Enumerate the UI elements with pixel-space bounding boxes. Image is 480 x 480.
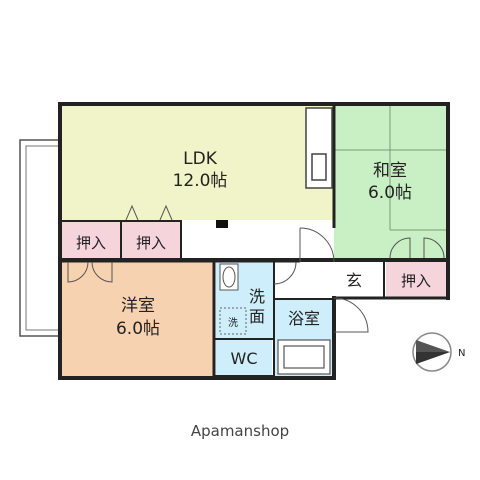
washer-label: 洗 bbox=[228, 317, 238, 329]
walls bbox=[58, 102, 450, 380]
wc-room bbox=[216, 340, 272, 376]
oshiire-2 bbox=[122, 222, 180, 260]
oshiire-label-2: 押入 bbox=[136, 234, 166, 252]
kitchen-counter bbox=[305, 107, 333, 189]
washer-pan bbox=[219, 307, 247, 335]
door-swings bbox=[67, 204, 445, 333]
washitsu-label: 和室 bbox=[373, 161, 407, 181]
oshiire-1 bbox=[62, 222, 120, 260]
compass bbox=[412, 332, 452, 372]
ldk-marker bbox=[216, 220, 228, 228]
wc-label: WC bbox=[231, 349, 258, 368]
senmen-label-2: 面 bbox=[249, 307, 265, 326]
compass-label: N bbox=[458, 348, 465, 359]
genkan-label: 玄 bbox=[346, 271, 362, 290]
bathtub bbox=[277, 339, 331, 375]
wash-basin bbox=[219, 263, 239, 291]
yoshitsu-size: 6.0帖 bbox=[116, 319, 160, 339]
yoshitsu-room bbox=[62, 262, 214, 376]
tatami-lines bbox=[334, 106, 446, 231]
washitsu-size: 6.0帖 bbox=[368, 183, 412, 203]
ldk-label: LDK bbox=[183, 149, 218, 169]
oshiire-3 bbox=[386, 260, 446, 298]
brand-name: Apamanshop bbox=[190, 422, 290, 440]
balcony bbox=[19, 139, 61, 337]
ldk-size: 12.0帖 bbox=[173, 171, 228, 191]
yokushitsu-label: 浴室 bbox=[288, 309, 320, 328]
genkan-area bbox=[334, 260, 384, 298]
yoshitsu-label: 洋室 bbox=[121, 296, 155, 316]
ldk-room bbox=[62, 106, 334, 220]
senmen-label-1: 洗 bbox=[249, 287, 265, 306]
oshiire-label-3: 押入 bbox=[401, 272, 431, 290]
oshiire-label-1: 押入 bbox=[76, 234, 106, 252]
